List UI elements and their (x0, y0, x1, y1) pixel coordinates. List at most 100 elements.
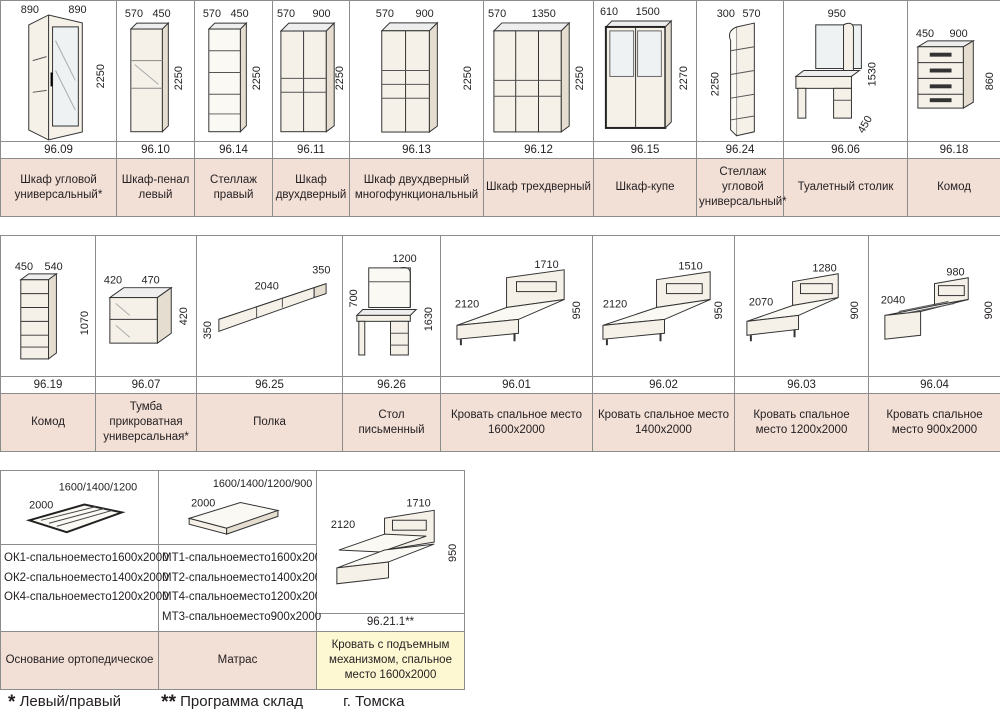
item-name: Комод (907, 158, 1000, 217)
footnote-text: Левый/правый (19, 693, 121, 710)
item-code: 96.18 (907, 141, 1000, 159)
item-image-96-12: 570 1350 2250 (483, 0, 594, 142)
item-name-text: Кровать спальное место 1200х2000 (753, 408, 850, 436)
spec-line: МТ4-спальноеместо1200х2000 (162, 591, 328, 603)
dim-label: 350 (312, 265, 330, 277)
dim-label: 2250 (95, 64, 107, 88)
spec-line: МТ2-спальноеместо1400х2000 (162, 571, 328, 584)
dim-label: 2120 (603, 298, 627, 310)
item-code: 96.10 (116, 141, 195, 159)
item-image-96-09: 890 890 2250 (0, 0, 117, 142)
item-code: 96.09 (0, 141, 117, 159)
item-image-96-13: 570 900 2250 (349, 0, 484, 142)
dim-label: 450 (15, 261, 33, 273)
footnote-warehouse: ** Программа склад (161, 692, 321, 713)
item-code: 96.26 (342, 376, 441, 394)
item-name: Туалетный столик (783, 158, 908, 217)
shelf-unit-drawing: 570 450 2250 (203, 8, 263, 133)
item-name: Тумба прикроватная универсальная* (95, 393, 197, 452)
item-name: Стол письменный (342, 393, 441, 452)
item-name: Кровать спальное место 1200х2000 (734, 393, 869, 452)
footnote-left-right: * Левый/правый (8, 692, 139, 713)
spec-line: ОК1-спальноеместо1600х2000 (4, 552, 169, 564)
dim-label: 900 (416, 8, 434, 20)
item-code: 96.19 (0, 376, 96, 394)
dim-label: 1500 (636, 6, 660, 18)
dim-label: 950 (571, 301, 583, 319)
item-name: Шкаф двухдверный (272, 158, 350, 217)
dim-label: 900 (983, 301, 995, 319)
item-code: 96.02 (592, 376, 735, 394)
item-name-text: Кровать спальное место 1400х2000 (597, 408, 730, 436)
item-name-text: Стеллаж правый (210, 173, 257, 201)
item-code: 96.24 (696, 141, 784, 159)
item-name-text: Шкаф двухдверный (275, 173, 347, 201)
catalog-row-1: 890 890 2250 570 450 2250 (0, 0, 1000, 217)
dim-label: 890 (21, 4, 39, 16)
dim-label: 2040 (881, 295, 905, 307)
mattress-image: 2000 1600/1400/1200/900 (158, 470, 317, 545)
dim-label: 570 (488, 8, 506, 20)
item-image-96-18: 450 900 860 (907, 0, 1000, 142)
corner-wardrobe-drawing: 890 890 2250 (21, 4, 107, 141)
dim-label: 1280 (812, 263, 836, 275)
sliding-wardrobe-drawing: 610 1500 2270 (600, 6, 690, 130)
item-image-96-19: 450 540 1070 (0, 235, 96, 377)
item-image-96-02: 1510 2120 950 (592, 235, 735, 377)
footer-notes: * Левый/правый ** Программа склад г. Том… (8, 690, 423, 713)
dim-label: 700 (348, 289, 360, 307)
dim-label: 420 (104, 275, 122, 287)
dim-label: 2120 (331, 519, 355, 531)
lift-bed-image: 1710 2120 950 (316, 469, 465, 615)
item-name-text: Туалетный столик (797, 181, 894, 193)
item-code: 96.11 (272, 141, 350, 159)
dim-label: 950 (713, 301, 725, 319)
dim-label: 300 (717, 8, 735, 20)
item-name-text: Полка (253, 416, 286, 428)
item-name: Шкаф двухдверный многофункциональный (349, 158, 484, 217)
item-image-96-14: 570 450 2250 (194, 0, 273, 142)
item-name-text: Шкаф-купе (615, 181, 675, 193)
three-door-wardrobe-drawing: 570 1350 2250 (488, 8, 586, 133)
item-name-text: Основание ортопедическое (5, 654, 154, 666)
item-name: Кровать спальное место 1600х2000 (440, 393, 593, 452)
item-name: Основание ортопедическое (0, 631, 159, 690)
item-code: 96.15 (593, 141, 697, 159)
dim-label: 2250 (710, 72, 722, 96)
dim-label: 570 (203, 8, 221, 20)
item-name: Полка (196, 393, 343, 452)
dim-label: 570 (277, 8, 295, 20)
double-asterisk-mark: ** (161, 692, 176, 713)
item-image-96-10: 570 450 2250 (116, 0, 195, 142)
two-door-multi-wardrobe-drawing: 570 900 2250 (376, 8, 474, 134)
dressing-table-drawing: 950 1530 450 (794, 8, 878, 135)
pencil-wardrobe-drawing: 570 450 2250 (125, 8, 185, 133)
dim-label: 470 (142, 275, 160, 287)
dim-label: 570 (125, 8, 143, 20)
dim-label: 570 (376, 8, 394, 20)
dim-label: 2250 (251, 66, 263, 90)
item-name-text: Кровать с подъемным механизмом, спальное… (329, 639, 452, 681)
bed-1200-drawing: 1280 2070 900 (746, 263, 861, 342)
item-image-96-07: 420 470 420 (95, 235, 197, 377)
item-code: 96.12 (483, 141, 594, 159)
item-name: Кровать с подъемным механизмом, спальное… (316, 631, 465, 690)
dim-label: 1530 (866, 62, 878, 86)
item-name-text: Шкаф-пенал левый (121, 173, 190, 201)
asterisk-mark: * (8, 692, 16, 713)
dim-label: 2040 (255, 281, 279, 293)
item-name-text: Кровать спальное место 1600х2000 (450, 408, 583, 436)
item-image-96-04: 980 2040 900 (868, 235, 1000, 377)
dim-label: 420 (178, 307, 190, 325)
dim-label: 860 (984, 72, 996, 90)
dim-label: 450 (231, 8, 249, 20)
bed-1600-drawing: 1710 2120 950 (455, 259, 583, 346)
item-name: Комод (0, 393, 96, 452)
bed-900-drawing: 980 2040 900 (881, 267, 995, 340)
footnote-city: г. Томска (343, 693, 405, 710)
dim-label: 2250 (574, 66, 586, 90)
item-code: 96.04 (868, 376, 1000, 394)
dim-label: 950 (828, 8, 846, 20)
dim-label: 1510 (678, 261, 702, 273)
bed-1400-drawing: 1510 2120 950 (602, 261, 725, 346)
